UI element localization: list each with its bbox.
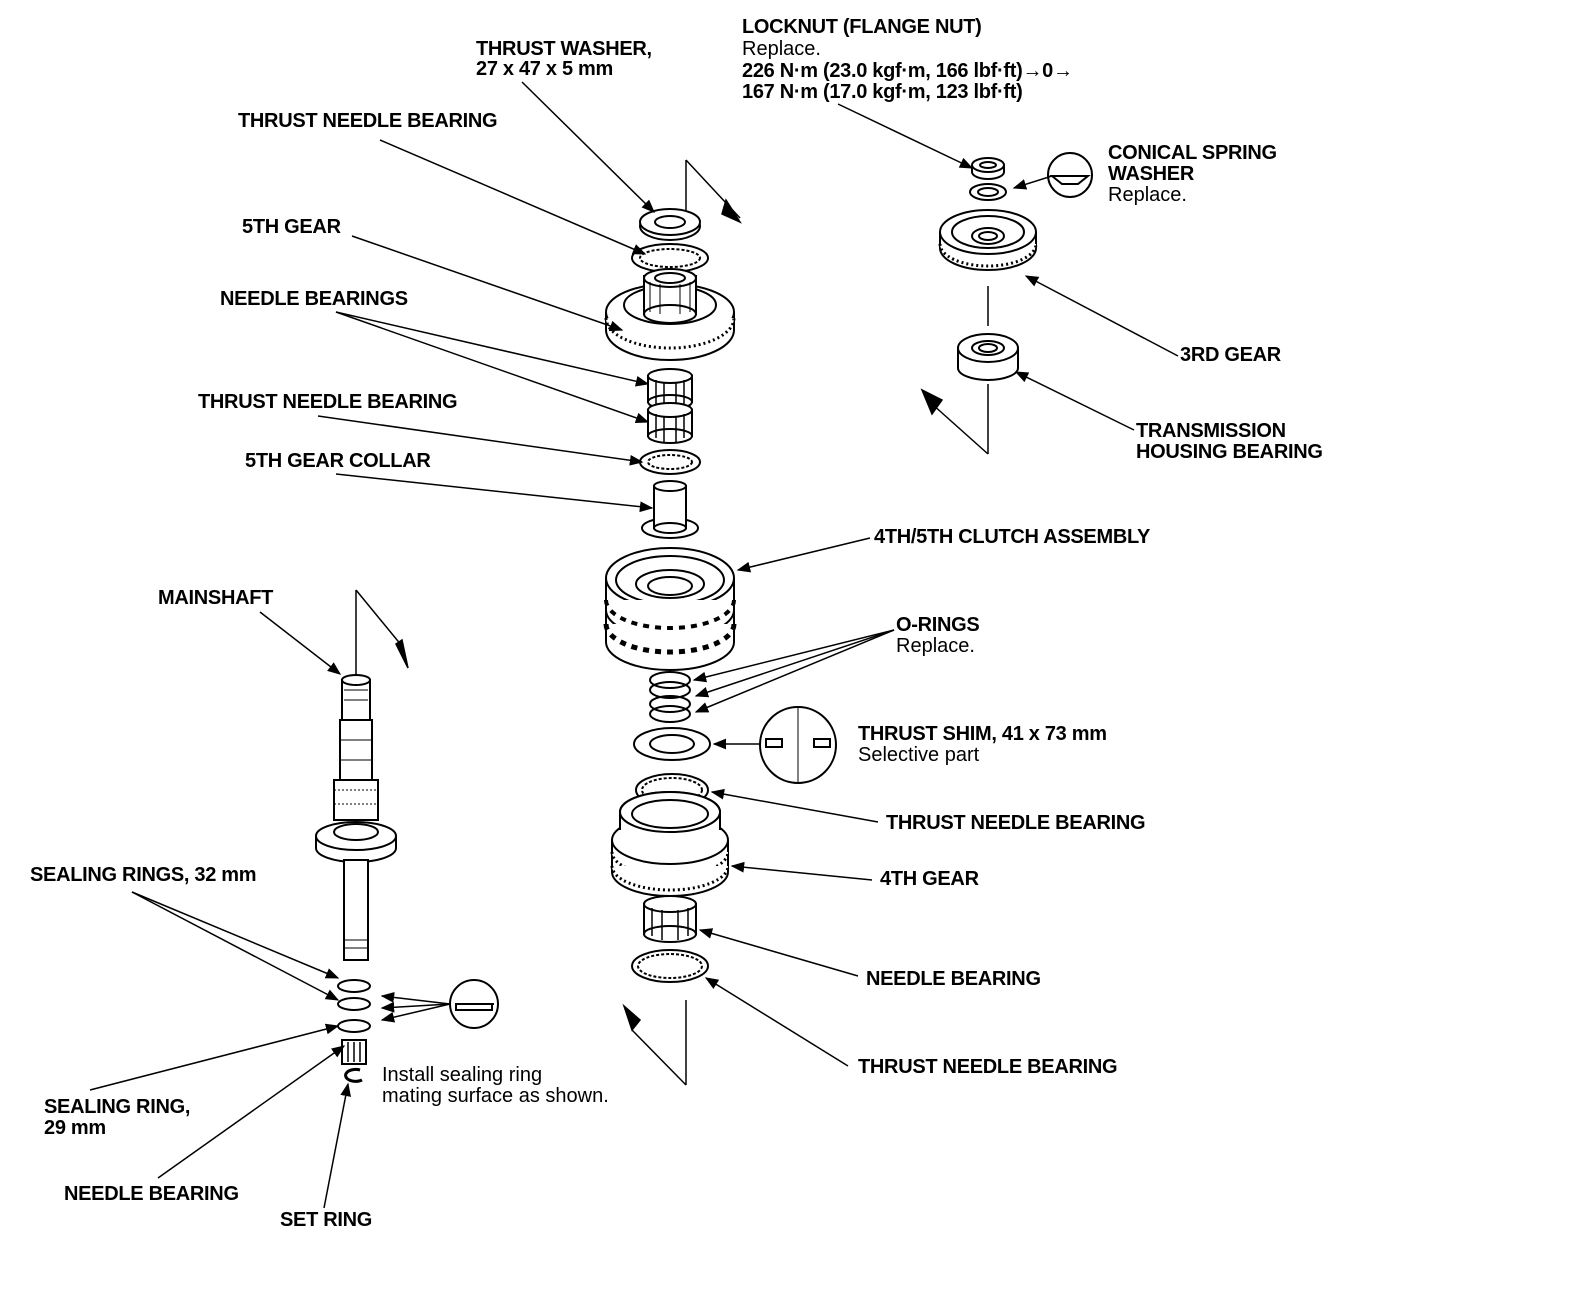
transmission-housing-bearing-part [957,333,1019,381]
thrust-washer-size: 27 x 47 x 5 mm [476,58,614,80]
label-5th-gear-collar: 5TH GEAR COLLAR [245,450,431,472]
mainshaft-part [315,674,397,961]
label-thrust-needle-bearing-3: THRUST NEEDLE BEARING [886,812,1146,834]
center-axis [622,159,742,1086]
thrust-shim-title: THRUST SHIM, 41 x 73 mm [858,723,1107,745]
label-mainshaft: MAINSHAFT [158,587,274,609]
thrust-needle-bearing-2-part [639,449,701,475]
thrust-needle-bearing-top-part [631,243,709,273]
install-note-line-1: Install sealing ring [382,1064,543,1086]
set-ring-part [344,1067,363,1083]
label-thrust-needle-bearing-bottom: THRUST NEEDLE BEARING [858,1056,1118,1078]
fourth-gear-part [610,791,730,897]
leader-lines [89,81,1179,1209]
o-rings-part [649,671,691,723]
label-needle-bearing-right: NEEDLE BEARING [866,968,1041,990]
label-thrust-needle-bearing-top: THRUST NEEDLE BEARING [238,110,498,132]
thrust-shim-note: Selective part [858,744,980,766]
locknut-note: Replace. [742,38,821,60]
sealing-ring-detail [449,979,499,1029]
third-gear-part [938,209,1038,271]
install-note-line-2: mating surface as shown. [382,1085,609,1107]
locknut-part [971,157,1005,180]
label-transmission-housing-bearing-1: TRANSMISSION [1136,420,1286,442]
needle-bearings-part [647,368,693,444]
o-rings-title: O-RINGS [896,614,980,636]
o-rings-note: Replace. [896,635,975,657]
conical-washer-line-2: WASHER [1108,163,1194,185]
fifth-gear-part [604,268,736,361]
label-5th-gear: 5TH GEAR [242,216,341,238]
label-thrust-needle-bearing-2: THRUST NEEDLE BEARING [198,391,458,413]
label-set-ring: SET RING [280,1209,373,1231]
locknut-torque-2: 167 N·m (17.0 kgf·m, 123 lbf·ft) [742,81,1023,103]
conical-washer-detail [1047,152,1093,198]
mainshaft-axis [355,589,409,676]
conical-washer-note: Replace. [1108,184,1187,206]
sealing-ring-29-line-2: 29 mm [44,1117,106,1139]
locknut-torque-1: 226 N·m (23.0 kgf·m, 166 lbf·ft)→0→ [742,60,1073,82]
sealing-ring-29-line-1: SEALING RING, [44,1096,191,1118]
thrust-washer-title: THRUST WASHER, [476,38,652,60]
clutch-assembly-part [603,547,737,671]
locknut-title: LOCKNUT (FLANGE NUT) [742,16,982,38]
label-3rd-gear: 3RD GEAR [1180,344,1281,366]
right-axis [920,286,989,455]
label-transmission-housing-bearing-2: HOUSING BEARING [1136,441,1323,463]
label-needle-bearing-left: NEEDLE BEARING [64,1183,239,1205]
conical-spring-washer-part [969,183,1007,201]
thrust-washer-part [639,208,701,241]
label-sealing-rings-32: SEALING RINGS, 32 mm [30,864,257,886]
label-clutch-assembly: 4TH/5TH CLUTCH ASSEMBLY [874,526,1151,548]
fifth-gear-collar-part [641,480,699,539]
label-4th-gear: 4TH GEAR [880,868,979,890]
conical-washer-line-1: CONICAL SPRING [1108,142,1277,164]
thrust-shim-detail [759,706,837,784]
thrust-shim-part [633,727,711,761]
label-needle-bearings: NEEDLE BEARINGS [220,288,408,310]
sealing-rings-part [337,979,371,1033]
needle-bearing-lower-part [643,895,697,943]
thrust-needle-bearing-bottom-part [631,949,709,983]
needle-bearing-left-part [341,1039,367,1065]
